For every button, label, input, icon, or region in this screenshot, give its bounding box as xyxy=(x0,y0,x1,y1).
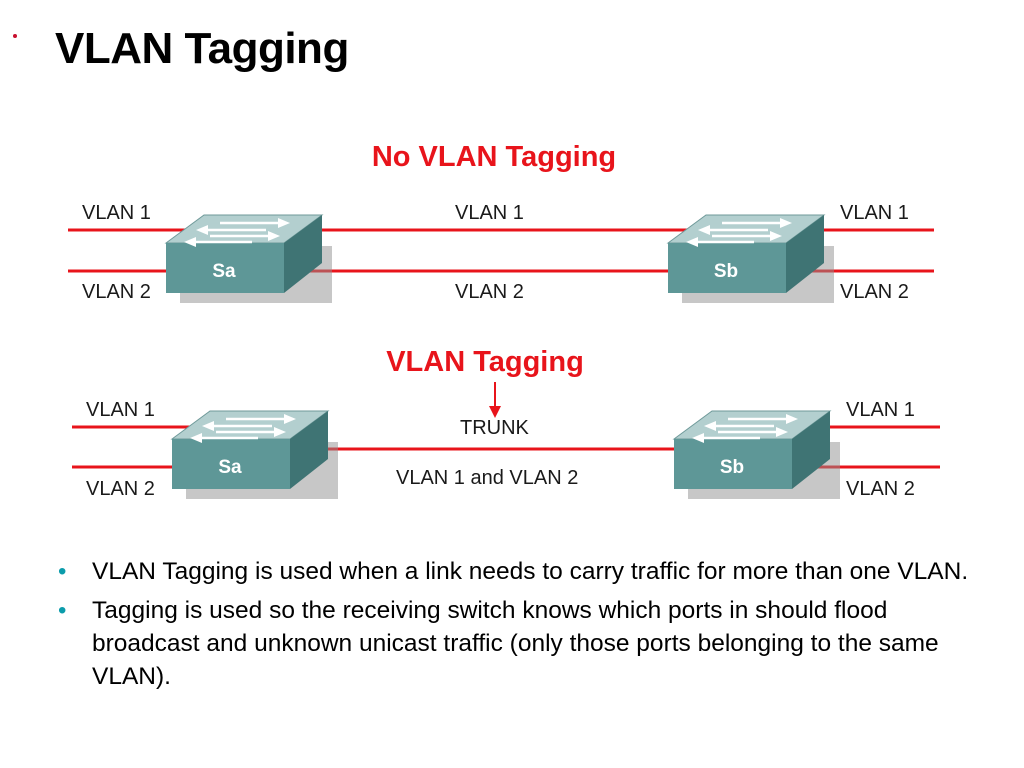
bullet-text: Tagging is used so the receiving switch … xyxy=(92,597,939,690)
bullet-dot-icon: • xyxy=(58,558,67,585)
switch-sb-top: Sb xyxy=(666,213,836,305)
corner-dot xyxy=(13,34,17,38)
switch-sb-bottom: Sb xyxy=(672,409,842,501)
tagging-right-vlan1: VLAN 1 xyxy=(846,399,915,421)
switch-icon xyxy=(666,213,836,305)
switch-sb-label: Sb xyxy=(714,261,738,282)
bullet-item: • VLAN Tagging is used when a link needs… xyxy=(58,555,998,588)
no-tagging-right-vlan1: VLAN 1 xyxy=(840,202,909,224)
switch-sa-label: Sa xyxy=(212,261,236,282)
no-tagging-left-vlan1: VLAN 1 xyxy=(82,202,151,224)
tagging-left-vlan1: VLAN 1 xyxy=(86,399,155,421)
switch-sa-bottom: Sa xyxy=(170,409,340,501)
switch-icon xyxy=(164,213,334,305)
trunk-vlans-label: VLAN 1 and VLAN 2 xyxy=(396,467,578,489)
no-tagging-heading: No VLAN Tagging xyxy=(372,141,616,173)
bullet-dot-icon: • xyxy=(58,597,67,624)
tagging-right-vlan2: VLAN 2 xyxy=(846,478,915,500)
trunk-arrowhead-icon xyxy=(489,406,501,418)
no-tagging-right-vlan2: VLAN 2 xyxy=(840,281,909,303)
switch-sb-label: Sb xyxy=(720,457,744,478)
switch-sa-top: Sa xyxy=(164,213,334,305)
bullet-list: • VLAN Tagging is used when a link needs… xyxy=(58,555,998,699)
tagging-heading: VLAN Tagging xyxy=(386,346,584,378)
bullet-text: VLAN Tagging is used when a link needs t… xyxy=(92,558,969,585)
switch-icon xyxy=(170,409,340,501)
slide-title: VLAN Tagging xyxy=(55,24,349,73)
switch-sa-label: Sa xyxy=(218,457,242,478)
no-tagging-mid-vlan1: VLAN 1 xyxy=(455,202,524,224)
trunk-label: TRUNK xyxy=(460,417,530,439)
tagging-left-vlan2: VLAN 2 xyxy=(86,478,155,500)
no-tagging-left-vlan2: VLAN 2 xyxy=(82,281,151,303)
bullet-item: • Tagging is used so the receiving switc… xyxy=(58,594,998,693)
no-tagging-mid-vlan2: VLAN 2 xyxy=(455,281,524,303)
switch-icon xyxy=(672,409,842,501)
